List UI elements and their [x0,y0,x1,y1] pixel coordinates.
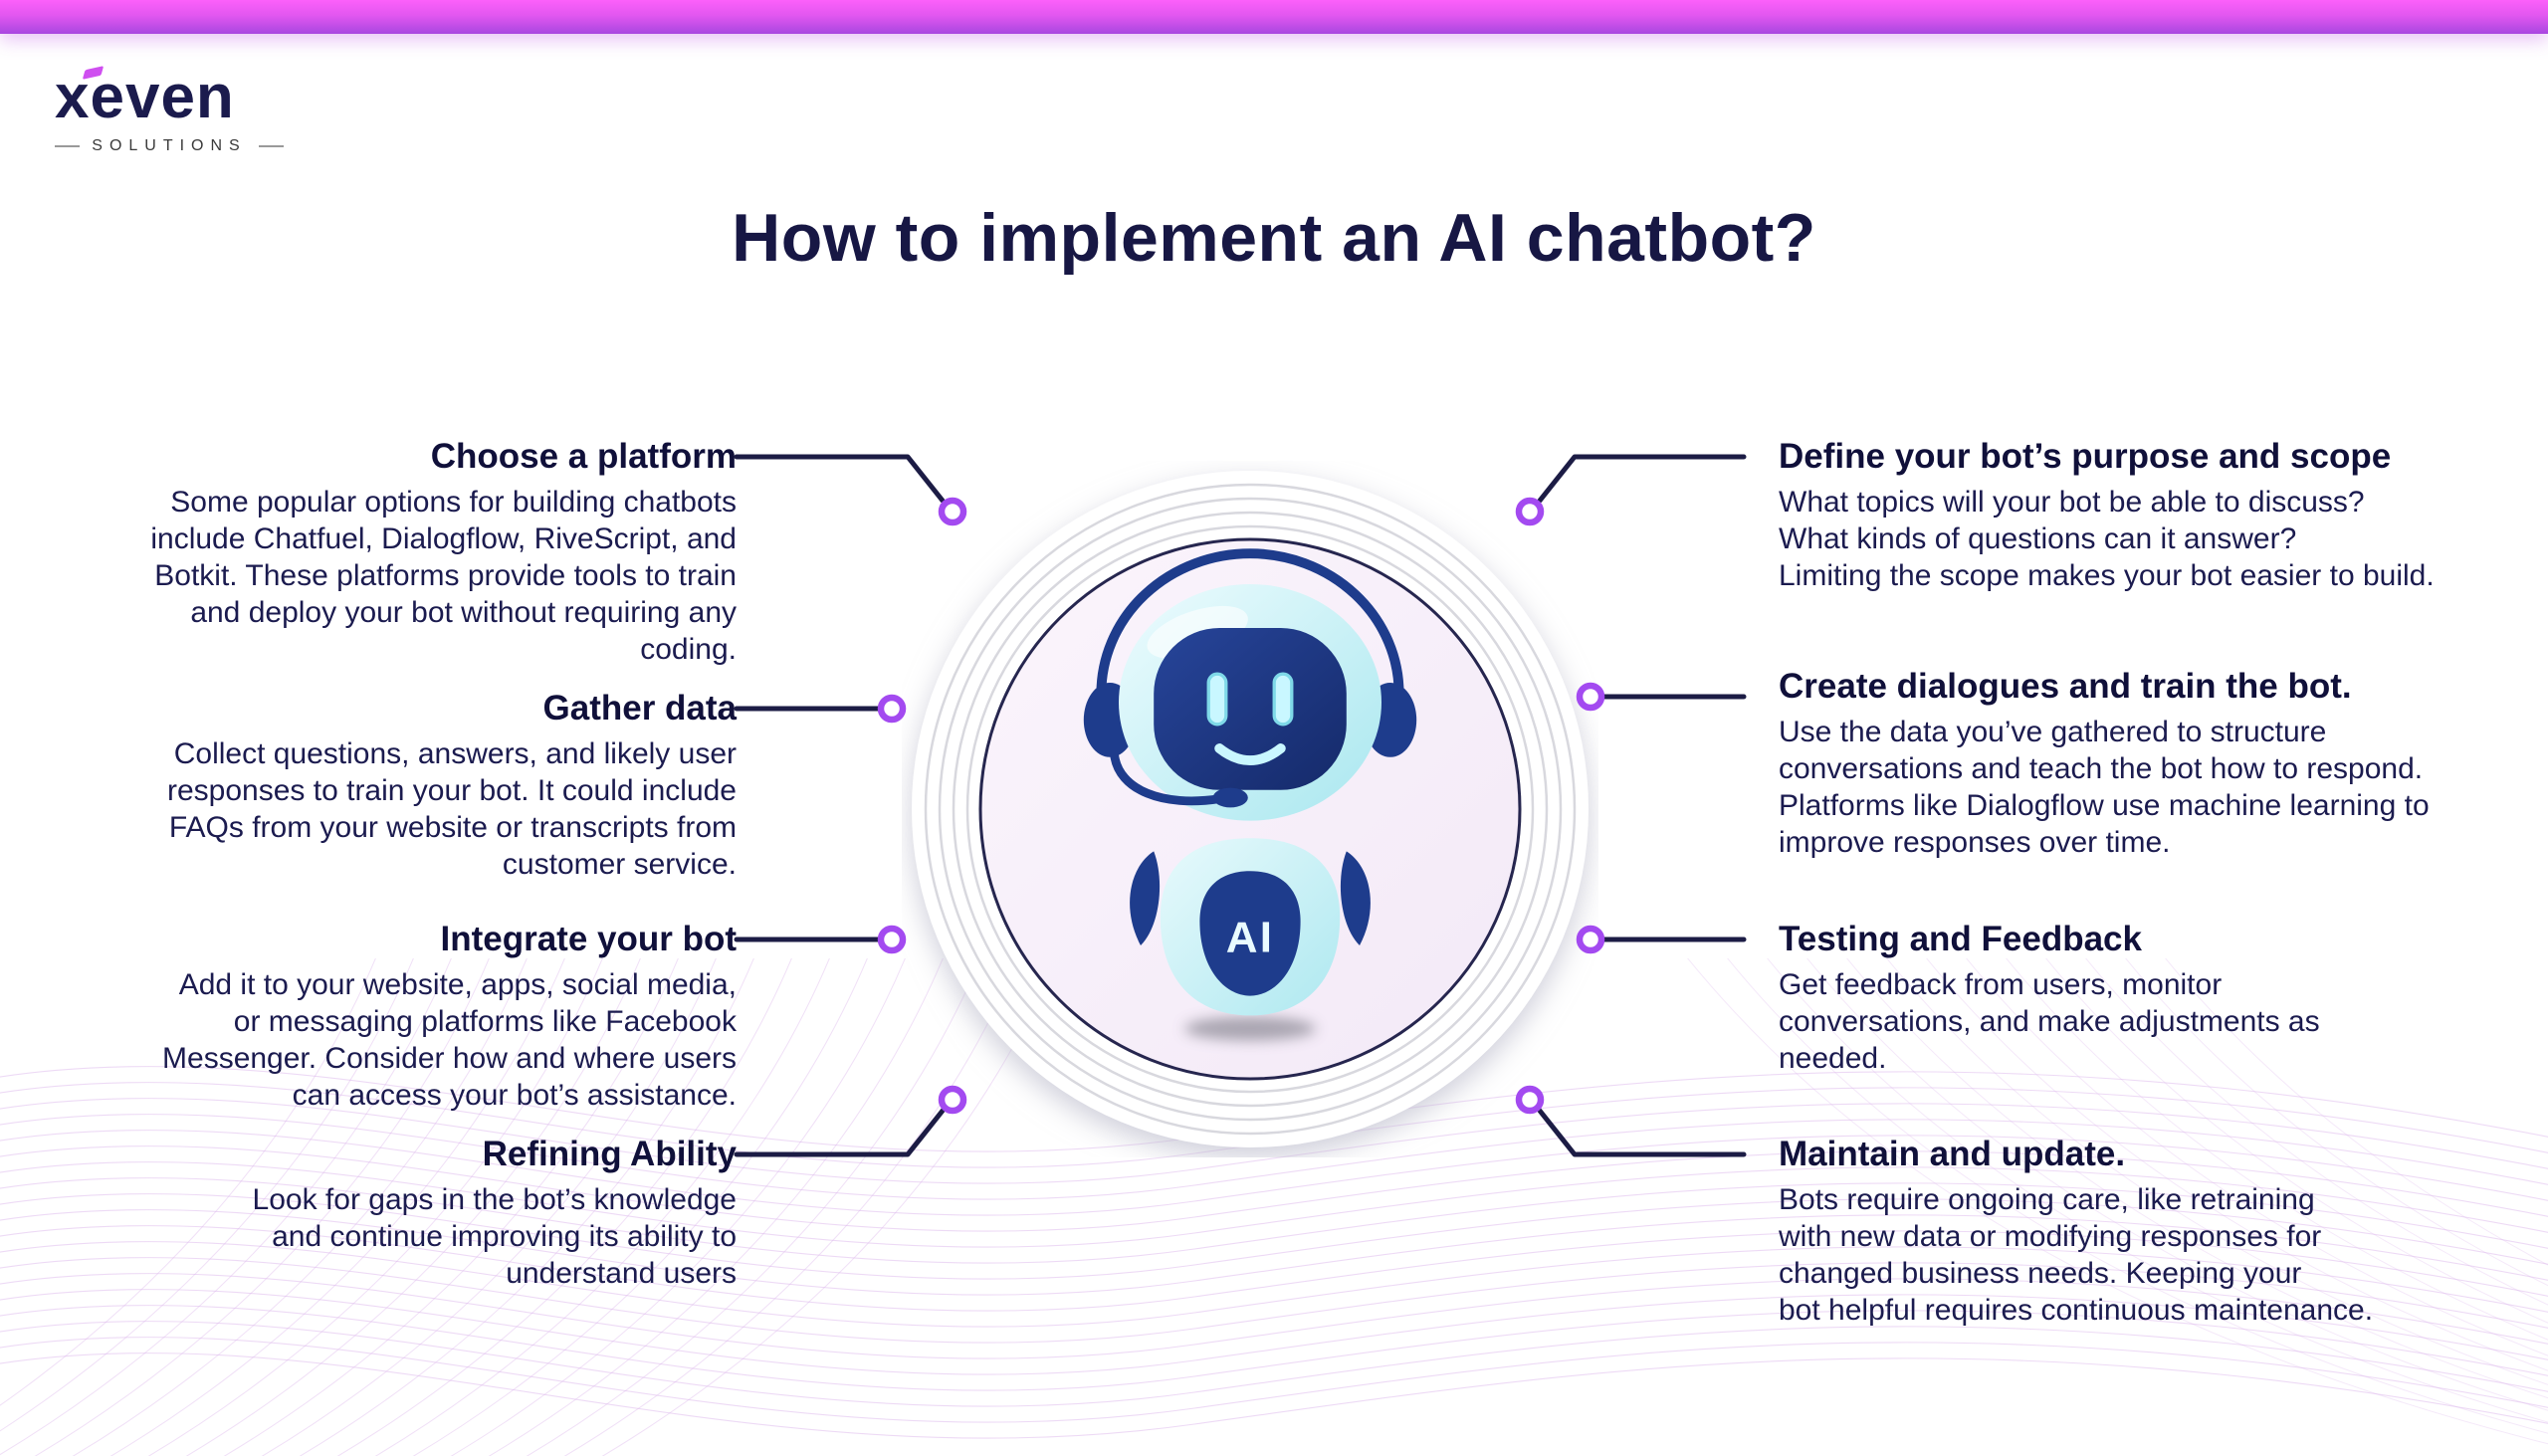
step-heading: Integrate your bot [440,920,737,958]
step-heading: Maintain and update. [1779,1135,2126,1173]
node-marker [877,925,907,954]
step-body: Some popular options for building chatbo… [150,486,737,666]
step-body: Get feedback from users, monitor convers… [1779,968,2320,1075]
step-gather-data: Gather data Collect questions, answers, … [40,687,737,883]
step-body: Use the data you’ve gathered to structur… [1779,716,2430,859]
ai-robot-illustration: AI [912,471,1589,1147]
ai-chest-label: AI [1226,914,1274,962]
step-heading: Define your bot’s purpose and scope [1779,437,2392,476]
tagline-rule-left [55,145,81,147]
brand-tagline: SOLUTIONS [55,137,284,155]
step-choose-platform: Choose a platform Some popular options f… [40,435,737,668]
step-define-purpose: Define your bot’s purpose and scope What… [1779,435,2548,594]
brand-logo: xeven SOLUTIONS [55,66,314,155]
step-body: What topics will your bot be able to dis… [1779,486,2435,592]
step-heading: Gather data [542,689,738,728]
step-body: Look for gaps in the bot’s knowledge and… [252,1183,737,1290]
node-marker [877,694,907,724]
step-heading: Choose a platform [430,437,737,476]
step-integrate-bot: Integrate your bot Add it to your websit… [40,918,737,1114]
step-heading: Create dialogues and train the bot. [1779,667,2352,706]
step-testing-feedback: Testing and Feedback Get feedback from u… [1779,918,2548,1077]
step-heading: Testing and Feedback [1779,920,2142,958]
step-heading: Refining Ability [482,1135,737,1173]
tagline-rule-right [258,145,284,147]
step-body: Add it to your website, apps, social med… [162,968,737,1112]
step-body: Bots require ongoing care, like retraini… [1779,1183,2374,1327]
center-badge: AI [902,461,1598,1157]
step-maintain-update: Maintain and update. Bots require ongoin… [1779,1133,2548,1329]
robot-icon: AI [1083,548,1417,1041]
page-title: How to implement an AI chatbot? [732,200,1816,276]
step-body: Collect questions, answers, and likely u… [167,737,737,881]
top-accent-bar [0,0,2548,34]
brand-tagline-text: SOLUTIONS [92,137,247,154]
step-create-dialogues: Create dialogues and train the bot. Use … [1779,665,2548,861]
step-refining-ability: Refining Ability Look for gaps in the bo… [40,1133,737,1292]
